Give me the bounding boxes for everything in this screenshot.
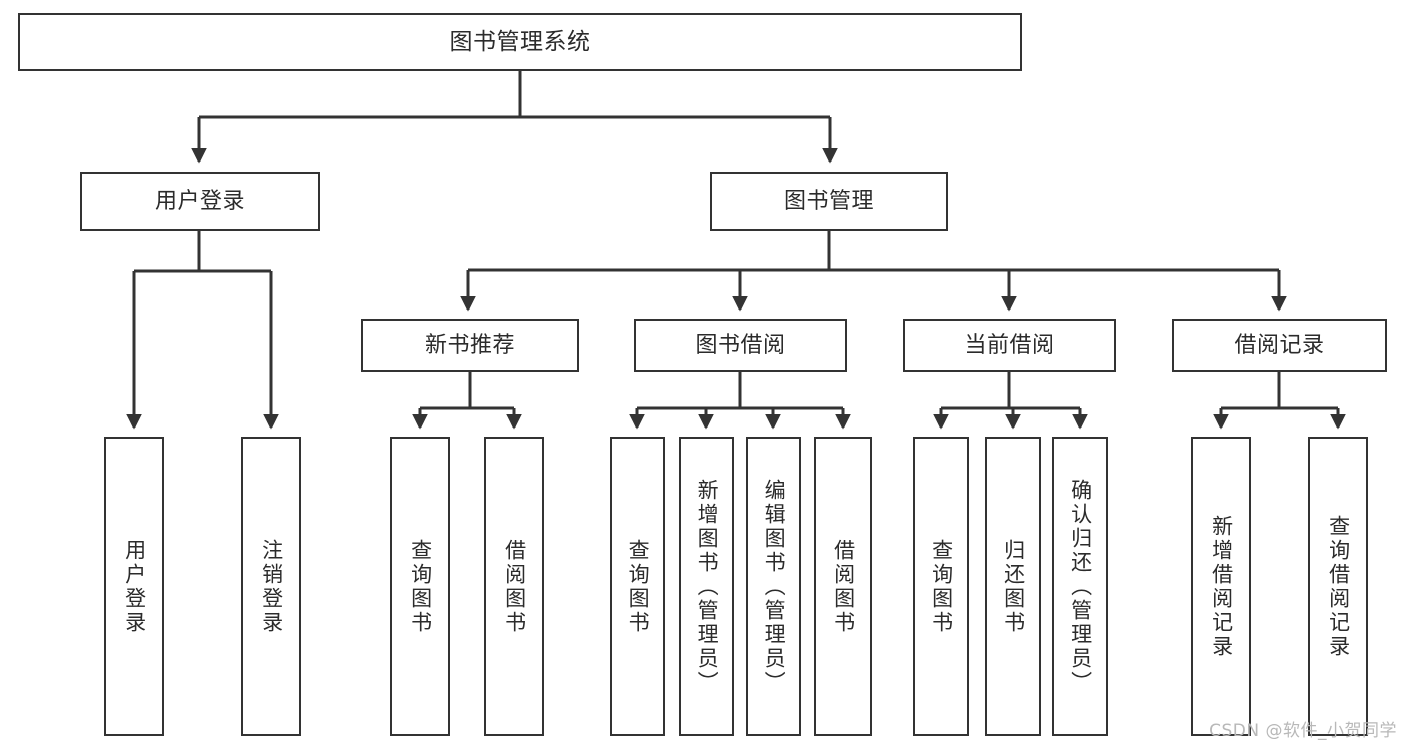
leaf-query-book-borrow[interactable]: 查询图书 [610,437,665,736]
leaf-return-book[interactable]: 归还图书 [985,437,1041,736]
node-user-login[interactable]: 用户登录 [80,172,320,231]
node-root-system[interactable]: 图书管理系统 [18,13,1022,71]
node-borrow-records[interactable]: 借阅记录 [1172,319,1387,372]
node-label: 归还图书 [1001,538,1026,635]
node-label: 编辑图书（管理员） [762,478,787,695]
leaf-confirm-return-admin[interactable]: 确认归还（管理员） [1052,437,1108,736]
node-label: 借阅图书 [502,538,527,635]
node-label: 查询图书 [408,538,433,635]
node-label: 图书借阅 [695,332,786,358]
node-label: 用户登录 [122,538,147,635]
node-label: 新书推荐 [424,332,515,358]
node-label: 借阅图书 [831,538,856,635]
leaf-user-login[interactable]: 用户登录 [104,437,164,736]
node-book-management[interactable]: 图书管理 [710,172,948,231]
watermark-text: CSDN @软件_小贺同学 [1209,721,1397,741]
node-label: 注销登录 [259,538,284,635]
leaf-edit-book-admin[interactable]: 编辑图书（管理员） [746,437,801,736]
node-label: 用户登录 [154,188,245,214]
leaf-add-borrow-record[interactable]: 新增借阅记录 [1191,437,1251,736]
leaf-query-book-current[interactable]: 查询图书 [913,437,969,736]
node-book-borrow[interactable]: 图书借阅 [634,319,847,372]
node-label: 当前借阅 [964,332,1055,358]
leaf-query-book-recommend[interactable]: 查询图书 [390,437,450,736]
node-label: 借阅记录 [1234,332,1325,358]
leaf-query-borrow-record[interactable]: 查询借阅记录 [1308,437,1368,736]
node-label: 确认归还（管理员） [1068,478,1093,695]
node-label: 新增图书（管理员） [695,478,720,695]
leaf-add-book-admin[interactable]: 新增图书（管理员） [679,437,734,736]
node-current-borrow[interactable]: 当前借阅 [903,319,1116,372]
node-label: 查询借阅记录 [1326,514,1351,659]
leaf-borrow-book-recommend[interactable]: 借阅图书 [484,437,544,736]
node-label: 图书管理 [783,188,874,214]
node-label: 新增借阅记录 [1209,514,1234,659]
leaf-borrow-book[interactable]: 借阅图书 [814,437,872,736]
node-label: 查询图书 [929,538,954,635]
node-label: 图书管理系统 [449,28,591,55]
node-label: 查询图书 [626,538,651,635]
node-new-book-recommend[interactable]: 新书推荐 [361,319,579,372]
leaf-logout[interactable]: 注销登录 [241,437,301,736]
